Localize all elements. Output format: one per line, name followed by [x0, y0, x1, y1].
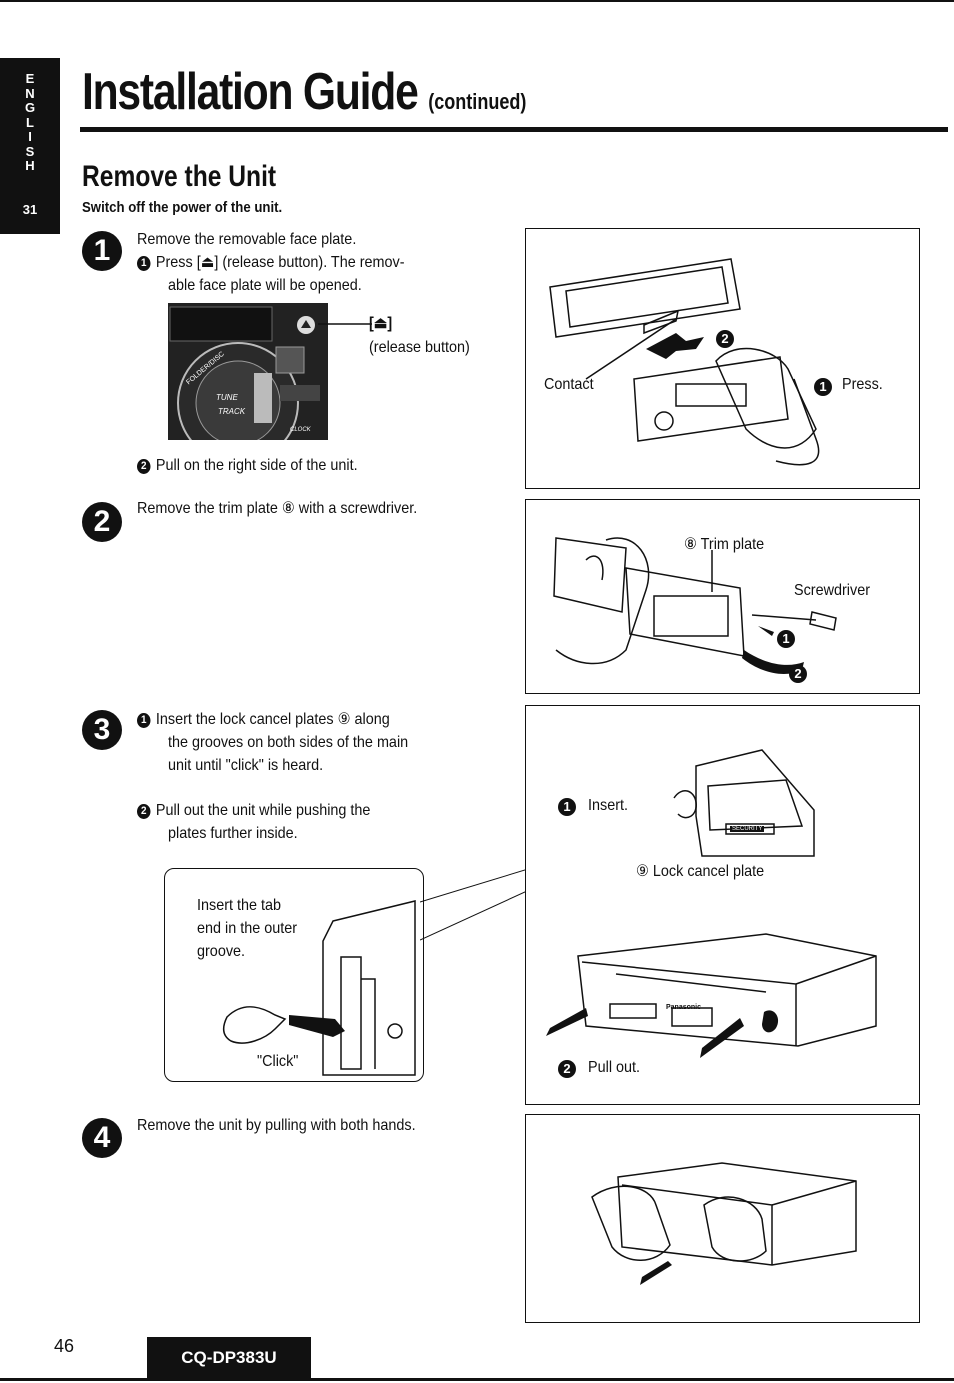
- pull-out-label: Pull out.: [588, 1059, 641, 1076]
- footer-rule: [0, 1378, 954, 1381]
- section-subtitle: Switch off the power of the unit.: [82, 199, 283, 216]
- contact-label: Contact: [544, 376, 594, 393]
- figure-2-drawing: [553, 537, 837, 674]
- step-4-line1: Remove the unit by pulling with both han…: [137, 1117, 416, 1134]
- language-tab: [0, 58, 60, 234]
- eject-icon: ⏏: [200, 254, 215, 271]
- track-label: TRACK: [218, 407, 246, 416]
- step-3-badge: 3: [82, 710, 122, 750]
- security-badge: SECURITY: [730, 826, 765, 832]
- page-title-text: Installation Guide: [82, 63, 419, 121]
- tab-letter: L: [26, 114, 34, 130]
- step-4-badge: 4: [82, 1118, 122, 1158]
- figure-2-num-1: 1: [777, 630, 795, 648]
- step-2-line1: Remove the trim plate ⑧ with a screwdriv…: [137, 500, 418, 517]
- tab-letter: I: [28, 129, 32, 144]
- trim-plate-label: ⑧ Trim plate: [684, 536, 765, 553]
- step-1-sub1-b: ] (release button). The remov-: [214, 254, 405, 271]
- press-label: Press.: [842, 376, 883, 393]
- step-3-sub2-a: Pull out the unit while pushing the: [155, 802, 371, 819]
- figure-3: 1 Insert. ⑨ Lock cancel plate SECURITY P…: [525, 705, 920, 1105]
- top-border: [0, 0, 954, 2]
- figure-4: [525, 1114, 920, 1323]
- lock-cancel-plate-label: ⑨ Lock cancel plate: [636, 863, 765, 880]
- figure-1: Contact 2 1 Press.: [525, 228, 920, 489]
- step-1-sub2-num: 2: [137, 459, 151, 474]
- insert-label: Insert.: [588, 797, 629, 814]
- step-1-sub1: 1 Press [⏏] (release button). The remov-: [137, 251, 405, 274]
- page-number: 46: [54, 1336, 75, 1356]
- step-3-sub1: 1 Insert the lock cancel plates ⑨ along: [137, 708, 390, 731]
- step-2-badge: 2: [82, 502, 122, 542]
- tab-letter: G: [24, 100, 36, 115]
- model-number: CQ-DP383U: [147, 1337, 311, 1378]
- figure-1-num-2: 2: [716, 330, 734, 348]
- clock-label: CLOCK: [290, 427, 311, 433]
- figure-2: ⑧ Trim plate Screwdriver 1 2: [525, 499, 920, 694]
- callout-text: (release button): [369, 339, 470, 356]
- step-3-sub2-num: 2: [137, 804, 151, 819]
- tab-letter: N: [25, 85, 35, 101]
- tab-letter: S: [25, 143, 35, 159]
- page-title: Installation Guide (continued): [82, 62, 526, 122]
- inset-line2: end in the outer: [197, 920, 298, 937]
- step-1-line1: Remove the removable face plate.: [137, 231, 357, 248]
- step-3-sub2-b: plates further inside.: [168, 825, 298, 842]
- step-1-sub1-num: 1: [137, 256, 151, 271]
- tab-letter: H: [25, 158, 35, 173]
- figure-3-num-1: 1: [558, 798, 576, 816]
- step-3-sub1-b: the grooves on both sides of the main: [168, 734, 409, 751]
- language-tab-letters: E N G L I S H: [0, 71, 60, 174]
- figure-3-drawing: [546, 749, 877, 1058]
- inset-click: "Click": [257, 1053, 299, 1070]
- title-rule: [80, 127, 948, 132]
- callout-line: [318, 323, 372, 325]
- step-3-sub1-c: unit until "click" is heard.: [168, 757, 324, 774]
- step-3-sub1-num: 1: [137, 713, 151, 728]
- step-1-sub2-text: Pull on the right side of the unit.: [155, 457, 358, 474]
- section-title: Remove the Unit: [82, 160, 277, 193]
- figure-4-drawing: [591, 1162, 857, 1285]
- tab-letter: E: [25, 71, 35, 86]
- figure-1-drawing: [549, 258, 820, 466]
- figure-2-num-2: 2: [789, 665, 807, 683]
- screwdriver-label: Screwdriver: [794, 582, 871, 599]
- face-panel-drawing: [168, 303, 328, 440]
- step-1-sub1-cont: able face plate will be opened.: [168, 277, 362, 294]
- face-panel-image: TUNE TRACK CLOCK FOLDER/DISC: [168, 303, 328, 440]
- figure-1-num-1: 1: [814, 378, 832, 396]
- callout-icon-label: [⏏]: [369, 315, 393, 332]
- figure-3-num-2: 2: [558, 1060, 576, 1078]
- tune-label: TUNE: [216, 393, 238, 402]
- step-1-sub1-a: Press [: [155, 254, 201, 271]
- step-1-badge: 1: [82, 231, 122, 271]
- inset-line3: groove.: [197, 943, 246, 960]
- inset-figure: Insert the tab end in the outer groove. …: [164, 868, 424, 1082]
- step-3-sub2: 2 Pull out the unit while pushing the: [137, 799, 370, 822]
- inset-drawing: [223, 900, 416, 1076]
- language-tab-number: 31: [22, 202, 38, 217]
- page-title-continued: (continued): [428, 89, 527, 114]
- step-1-sub2: 2 Pull on the right side of the unit.: [137, 454, 358, 477]
- brand-logo: Panasonic: [666, 1004, 702, 1011]
- step-3-sub1-a: Insert the lock cancel plates ⑨ along: [155, 711, 390, 728]
- inset-line1: Insert the tab: [197, 897, 282, 914]
